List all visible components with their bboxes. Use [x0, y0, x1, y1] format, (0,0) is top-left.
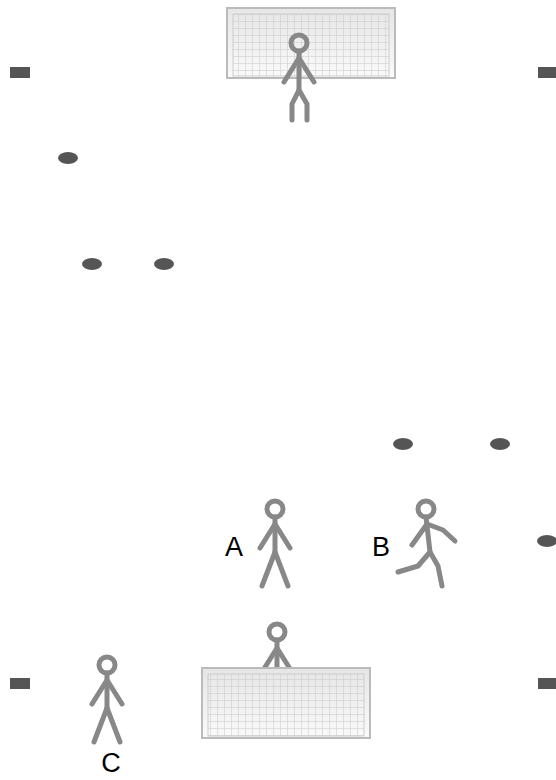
- goalkeeper-top: [284, 35, 314, 120]
- player-label: C: [101, 750, 121, 777]
- player-label: B: [372, 534, 390, 561]
- disc-markers: [58, 152, 556, 547]
- bottom-goal: [202, 668, 370, 738]
- corner-markers: [10, 67, 556, 689]
- player-b: [398, 501, 455, 586]
- player-c: [92, 657, 122, 742]
- player-a: [260, 501, 290, 586]
- top-goal: [227, 8, 395, 78]
- player-label: A: [225, 534, 243, 561]
